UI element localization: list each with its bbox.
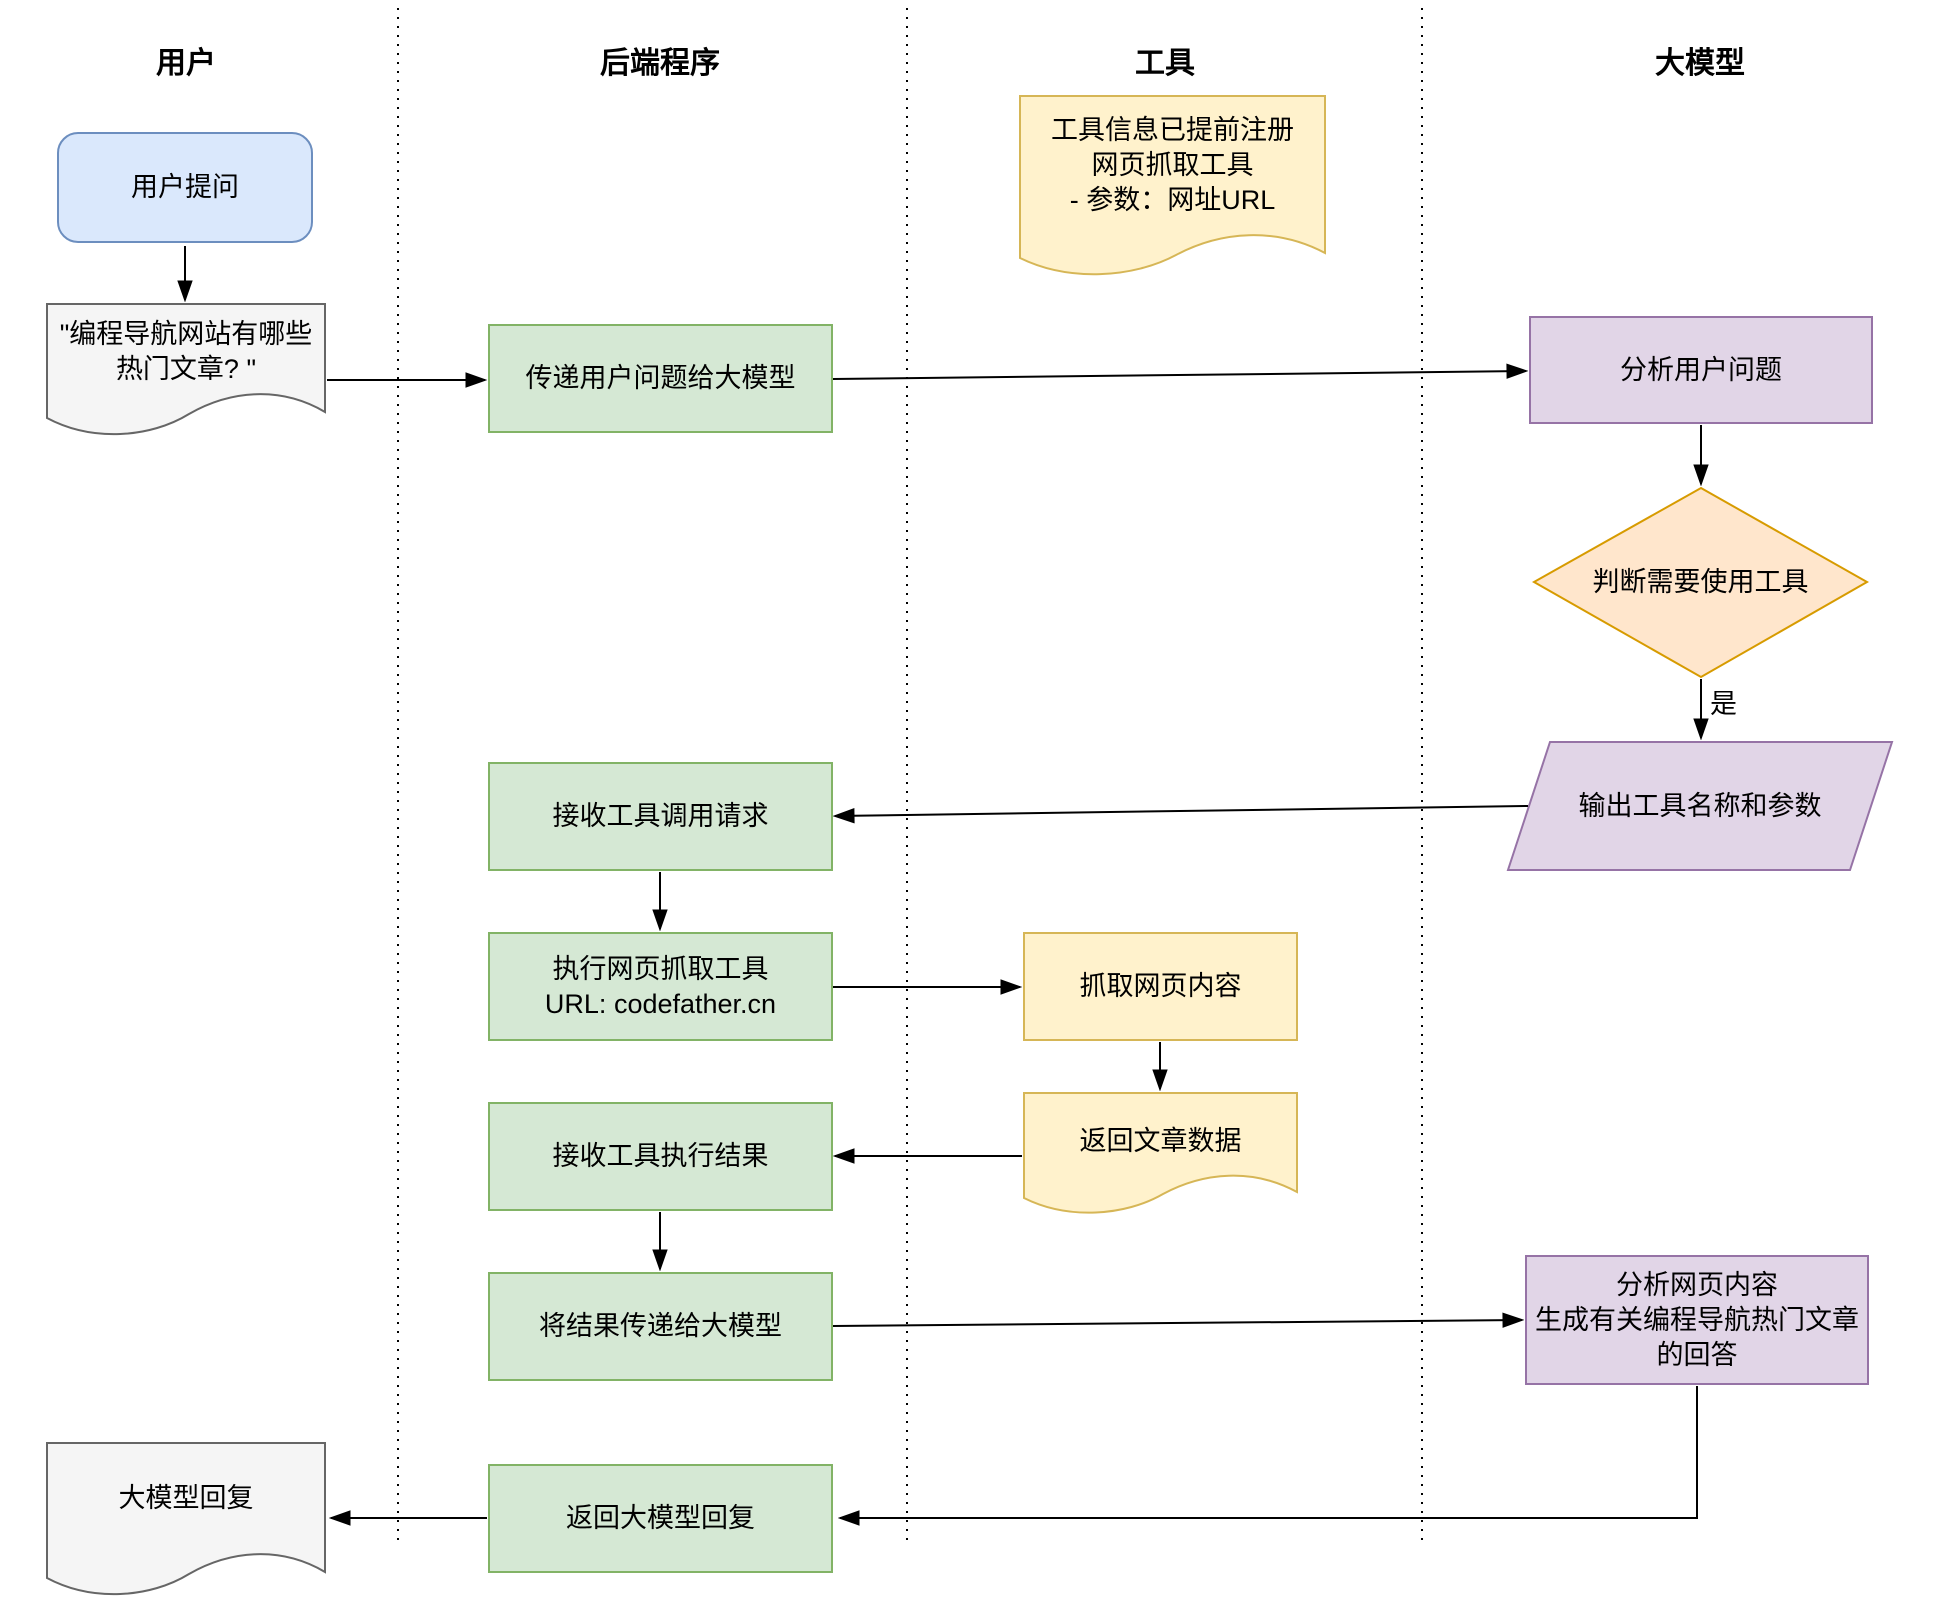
label-scrape-page: 抓取网页内容 <box>1079 971 1242 1001</box>
label-return-reply: 返回大模型回复 <box>566 1503 755 1533</box>
label-receive-call: 接收工具调用请求 <box>552 801 769 831</box>
label-pass-question: 传递用户问题给大模型 <box>525 363 796 393</box>
node-question-document <box>46 303 326 436</box>
node-reply-document <box>46 1442 326 1596</box>
edge-llm-answer-to-return-reply <box>840 1386 1698 1518</box>
node-receive-result <box>488 1102 833 1211</box>
node-user-question <box>57 132 313 243</box>
node-scrape-page <box>1023 932 1298 1041</box>
node-pass-question <box>488 324 833 433</box>
label-receive-result: 接收工具执行结果 <box>552 1141 769 1171</box>
label-llm-answer: 分析网页内容 生成有关编程导航热门文章 的回答 <box>1535 1269 1859 1370</box>
lane-header-user: 用户 <box>156 47 216 80</box>
node-decide-tool-diamond <box>1531 486 1870 679</box>
edge-label-yes: 是 <box>1710 689 1737 719</box>
node-pass-result <box>488 1272 833 1381</box>
lane-header-backend: 后端程序 <box>600 47 720 80</box>
lane-header-llm: 大模型 <box>1655 47 1745 80</box>
node-output-tool-parallelogram <box>1506 741 1894 871</box>
label-output-tool: 输出工具名称和参数 <box>1578 790 1822 821</box>
node-analyze-question <box>1529 316 1873 424</box>
edge-output-tool-to-receive-call <box>835 805 1529 816</box>
label-pass-result: 将结果传递给大模型 <box>539 1311 782 1341</box>
label-analyze-question: 分析用户问题 <box>1620 354 1782 385</box>
label-exec-tool: 执行网页抓取工具 URL: codefather.cn <box>544 953 777 1019</box>
edge-pass-result-to-llm-answer <box>832 1320 1522 1326</box>
node-exec-tool <box>488 932 833 1041</box>
node-return-articles <box>1023 1092 1298 1214</box>
lane-header-tool: 工具 <box>1135 47 1195 80</box>
label-reply-document: 大模型回复 <box>118 1482 254 1513</box>
node-receive-call <box>488 762 833 871</box>
node-return-reply <box>488 1464 833 1573</box>
node-llm-answer <box>1525 1255 1869 1385</box>
label-return-articles: 返回文章数据 <box>1079 1125 1242 1156</box>
edge-pass-question-to-analyze <box>832 371 1526 380</box>
label-tool-note: 工具信息已提前注册 网页抓取工具 - 参数：网址URL <box>1051 114 1294 215</box>
label-question-document: "编程导航网站有哪些热门文章? " <box>59 319 313 384</box>
node-tool-note <box>1019 95 1326 276</box>
label-user-question: 用户提问 <box>131 172 239 202</box>
label-decide-tool: 判断需要使用工具 <box>1592 567 1809 597</box>
